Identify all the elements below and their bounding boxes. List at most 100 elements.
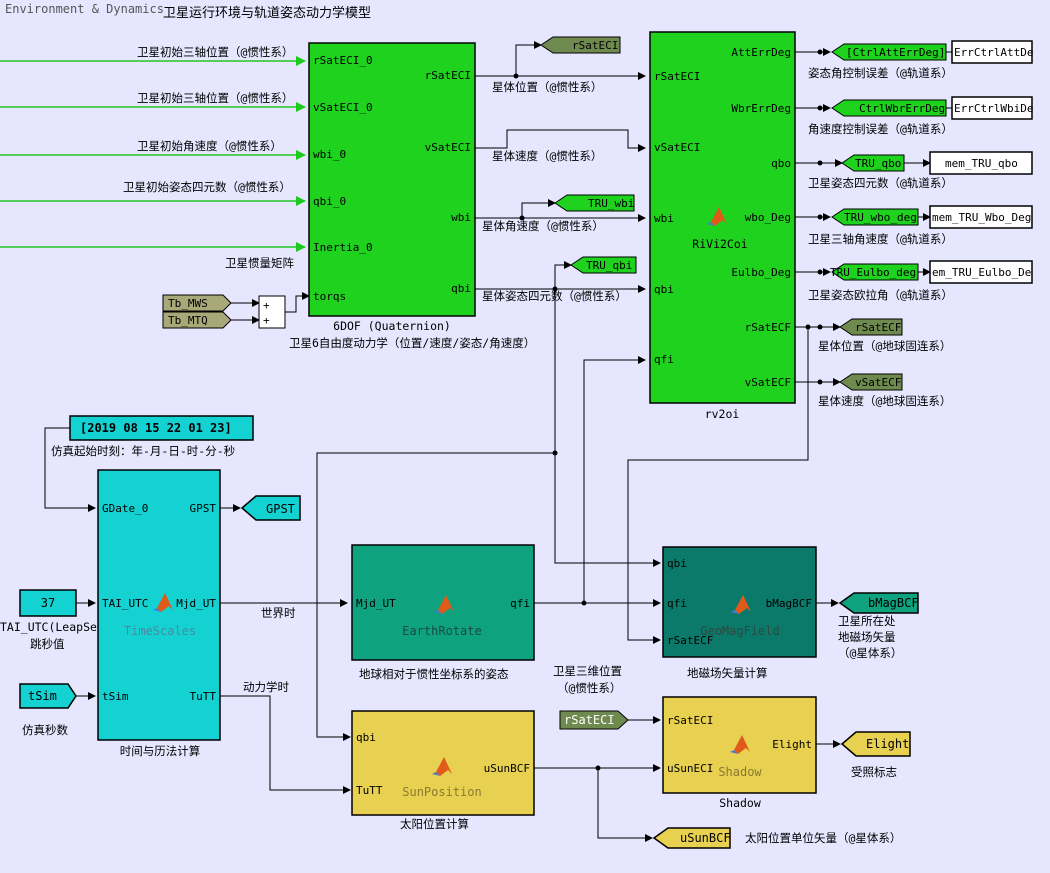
rv2oi-output-wires <box>795 48 952 386</box>
geomagfield-block[interactable]: qbi qfi rSatECF bMagBCF GeoMagField <box>662 546 817 658</box>
timescales-caption: 时间与历法计算 <box>120 744 201 758</box>
goto-tru-qbo[interactable]: TRU_qbo <box>841 154 905 172</box>
tsim-label: 仿真秒数 <box>22 723 68 737</box>
timescales-function-name: TimeScales <box>124 624 196 638</box>
tb-mws-from-tag[interactable]: Tb_MWS <box>162 294 232 312</box>
earthrotate-in-mjdut: Mjd_UT <box>356 597 396 610</box>
model-title: 卫星运行环境与轨道姿态动力学模型 <box>163 5 371 21</box>
workspace-err-ctrl-wbi[interactable]: ErrCtrlWbiDe <box>951 96 1033 120</box>
goto-ctrl-wbr-err[interactable]: CtrlWbrErrDeg <box>831 99 947 117</box>
label-eulbo: 卫星姿态欧拉角（@轨道系） <box>808 288 953 302</box>
rv2oi-in-qfi: qfi <box>654 353 674 366</box>
svg-text:vSatECF: vSatECF <box>855 376 901 389</box>
leap-second-label-cn: 跳秒值 <box>30 637 65 651</box>
goto-tru-wbi[interactable]: TRU_wbi <box>554 194 635 212</box>
svg-text:TRU_Eulbo_deg: TRU_Eulbo_deg <box>830 266 916 279</box>
matlab-function-icon <box>153 593 173 612</box>
sig-sat-3d-pos: 卫星三维位置 <box>553 664 622 678</box>
workspace-mem-tru-eulbo[interactable]: em_TRU_Eulbo_De <box>929 260 1033 284</box>
leap-second-label: TAI_UTC(LeapSec) <box>0 620 111 634</box>
sig-sat-ang-vel: 星体角速度（@惯性系） <box>482 219 604 233</box>
sig-sat-quat: 星体姿态四元数（@惯性系） <box>482 289 627 303</box>
svg-text:rSatECI: rSatECI <box>564 713 615 727</box>
svg-text:[2019 08 15 22 01 23]: [2019 08 15 22 01 23] <box>80 421 232 435</box>
svg-text:Tb_MTQ: Tb_MTQ <box>168 314 208 327</box>
wire-rsatecf-geomag <box>627 327 809 644</box>
workspace-err-ctrl-att[interactable]: ErrCtrlAttDe <box>951 40 1033 64</box>
sun-in-tutt: TuTT <box>356 784 383 797</box>
sun-caption: 太阳位置计算 <box>400 817 469 831</box>
tsim-input[interactable]: tSim <box>19 683 77 709</box>
leap-second-constant[interactable]: 37 <box>19 589 77 617</box>
goto-rsateci[interactable]: rSatECI <box>540 36 621 54</box>
sun-in-qbi: qbi <box>356 731 376 744</box>
rv2oi-out-wbrerr: WbrErrDeg <box>731 102 791 115</box>
6dof-in-rsateci: rSatECI_0 <box>313 54 373 67</box>
label-wbo: 卫星三轴角速度（@轨道系） <box>808 232 953 246</box>
shadow-block[interactable]: rSatECI uSunECI Elight Shadow <box>662 696 817 794</box>
goto-tru-qbi[interactable]: TRU_qbi <box>570 256 637 274</box>
shadow-caption: Shadow <box>719 796 761 810</box>
timescales-out-tutt: TuTT <box>190 690 217 703</box>
goto-bmagbcf[interactable]: bMagBCF <box>838 592 919 614</box>
matlab-function-icon <box>434 595 454 614</box>
geomag-out-label-1: 卫星所在处 <box>838 614 896 628</box>
6dof-out-qbi: qbi <box>451 282 471 295</box>
geomag-in-qfi: qfi <box>667 597 687 610</box>
6dof-in-qbi: qbi_0 <box>313 195 346 208</box>
6dof-in-inertia: Inertia_0 <box>313 241 373 254</box>
dof-to-rv2oi-wires <box>316 41 661 741</box>
goto-tru-eulbo-deg[interactable]: TRU_Eulbo_deg <box>830 263 919 281</box>
shadow-out-elight: Elight <box>772 738 812 751</box>
earthrotate-block[interactable]: Mjd_UT qfi EarthRotate <box>351 544 535 661</box>
goto-tru-wbo-deg[interactable]: TRU_wbo_deg <box>831 208 919 226</box>
rv2oi-block[interactable]: rSatECI vSatECI wbi qbi qfi AttErrDeg Wb… <box>649 31 796 404</box>
svg-text:Tb_MWS: Tb_MWS <box>168 297 208 310</box>
goto-gpst[interactable]: GPST <box>240 495 301 521</box>
svg-text:TRU_qbi: TRU_qbi <box>586 259 632 272</box>
from-rsateci-shadow[interactable]: rSatECI <box>559 710 629 730</box>
torque-sum-block[interactable]: + + <box>258 295 286 329</box>
shadow-in-usuneci: uSunECI <box>667 762 713 775</box>
rv2oi-function-name: RiVi2Coi <box>692 237 747 251</box>
input-label-qbi: 卫星初始姿态四元数（@惯性系） <box>123 180 291 194</box>
tb-mtq-from-tag[interactable]: Tb_MTQ <box>162 311 232 329</box>
rv2oi-in-rsateci: rSatECI <box>654 70 700 83</box>
6dof-out-rsateci: rSatECI <box>425 69 471 82</box>
goto-usunbcf[interactable]: uSunBCF <box>652 827 731 849</box>
6dof-in-torqs: torqs <box>313 290 346 303</box>
svg-text:mem_TRU_Wbo_Deg: mem_TRU_Wbo_Deg <box>932 211 1031 224</box>
goto-elight[interactable]: Elight <box>840 731 911 757</box>
6dof-in-wbi: wbi_0 <box>313 148 346 161</box>
svg-text:TRU_wbi: TRU_wbi <box>588 197 634 210</box>
timescales-block[interactable]: GDate_0 TAI_UTC tSim GPST Mjd_UT TuTT Ti… <box>97 469 221 741</box>
6dof-block[interactable]: rSatECI_0 vSatECI_0 wbi_0 qbi_0 Inertia_… <box>308 42 476 317</box>
rv2oi-block-name: rv2oi <box>705 407 740 421</box>
6dof-block-name: 6DOF (Quaternion) <box>333 319 451 333</box>
workspace-mem-tru-wbo[interactable]: mem_TRU_Wbo_Deg <box>929 205 1033 229</box>
timescales-in-taiutc: TAI_UTC <box>102 597 148 610</box>
svg-text:ErrCtrlAttDe: ErrCtrlAttDe <box>954 46 1033 59</box>
sun-out-label: 太阳位置单位矢量（@星体系） <box>745 831 901 845</box>
goto-ctrl-att-err[interactable]: [CtrlAttErrDeg] <box>831 43 947 61</box>
svg-text:[CtrlAttErrDeg]: [CtrlAttErrDeg] <box>846 46 945 59</box>
svg-text:tSim: tSim <box>28 689 57 703</box>
rv2oi-out-qbo: qbo <box>771 157 791 170</box>
6dof-caption: 卫星6自由度动力学（位置/速度/姿态/角速度） <box>289 336 535 350</box>
6dof-in-vsateci: vSatECI_0 <box>313 101 373 114</box>
rv2oi-out-vsatecf: vSatECF <box>745 376 791 389</box>
initial-state-inputs: 卫星初始三轴位置（@惯性系） 卫星初始三轴位置（@惯性系） 卫星初始角速度（@惯… <box>0 45 306 270</box>
goto-rsatecf[interactable]: rSatECF <box>839 318 903 336</box>
sunposition-block[interactable]: qbi TuTT uSunBCF SunPosition <box>351 710 535 816</box>
timescales-in-gdate: GDate_0 <box>102 502 148 515</box>
sig-sat-3d-pos-frame: （@惯性系） <box>557 681 621 695</box>
svg-text:TRU_wbo_deg: TRU_wbo_deg <box>844 211 917 224</box>
label-qbo: 卫星姿态四元数（@轨道系） <box>808 176 953 190</box>
sun-function-name: SunPosition <box>402 785 481 799</box>
geomag-in-qbi: qbi <box>667 557 687 570</box>
workspace-mem-tru-qbo[interactable]: mem_TRU_qbo <box>929 151 1033 175</box>
goto-vsatecf[interactable]: vSatECF <box>839 373 903 391</box>
start-date-constant[interactable]: [2019 08 15 22 01 23] <box>69 415 254 441</box>
svg-text:bMagBCF: bMagBCF <box>868 596 919 610</box>
